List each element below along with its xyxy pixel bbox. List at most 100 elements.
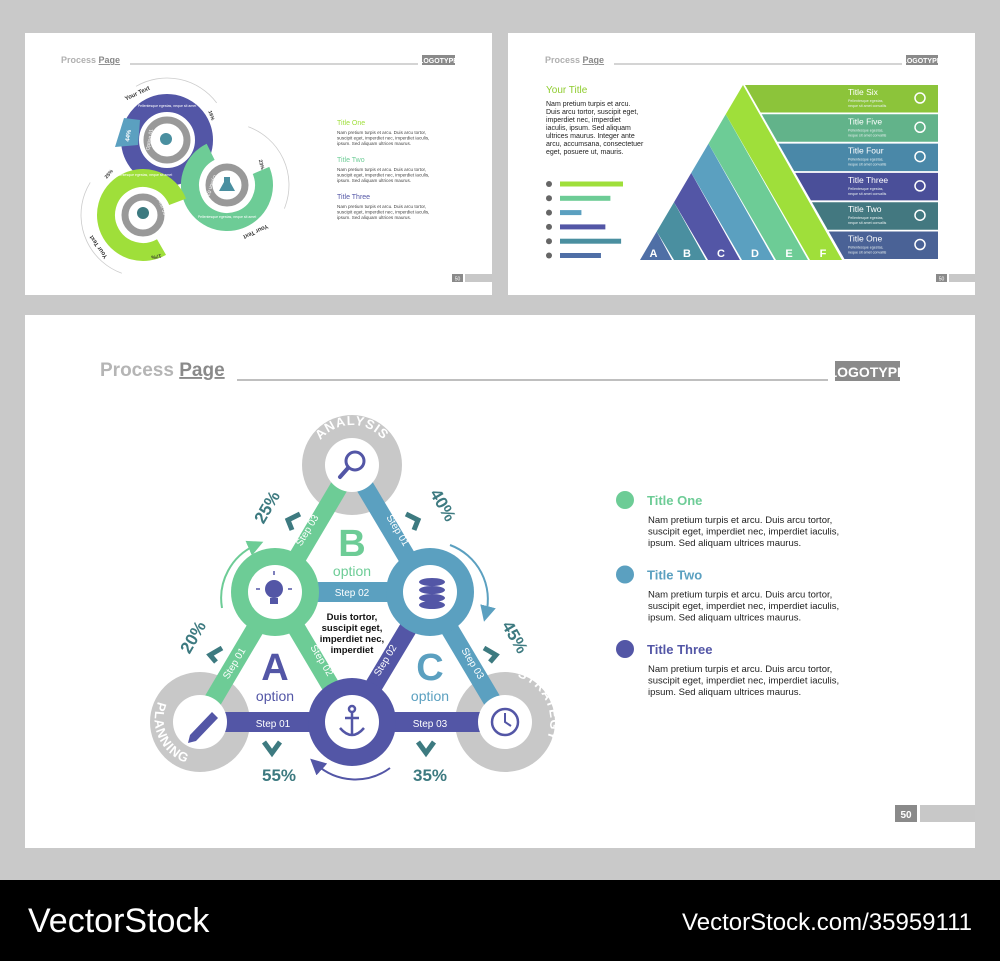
footer-brand: VectorStock xyxy=(28,902,210,940)
item-text: ipsum. Sed aliquam ultrices maurus. xyxy=(337,178,411,183)
body-line: Nam pretium turpis et arcu. xyxy=(546,101,630,108)
row-caption: neque sit amet convallis xyxy=(848,192,887,196)
anchor-icon xyxy=(546,238,552,245)
database-icon xyxy=(419,578,445,609)
item-text: ipsum. Sed aliquam ultrices maurus. xyxy=(337,215,411,220)
page-bar xyxy=(920,805,975,822)
row-caption: Pellentesque egestas, xyxy=(848,158,883,162)
body-line: eget, posuere ut, mauris. xyxy=(546,149,623,156)
legend-text: suscipit eget, imperdiet nec, imperdiet … xyxy=(648,601,839,612)
flask-icon xyxy=(546,223,552,230)
slide-right-header: Process Page LOGOTYPE xyxy=(545,55,942,65)
logo xyxy=(906,55,938,65)
option-letter: C xyxy=(416,647,443,689)
lightbulb-icon xyxy=(914,92,926,104)
svg-text:LOGOTYPE: LOGOTYPE xyxy=(419,58,458,65)
svg-text:Process Page: Process Page xyxy=(100,360,225,381)
row-caption: neque sit amet convallis xyxy=(848,163,887,167)
option-label: option xyxy=(333,563,371,579)
curved-arrow xyxy=(449,544,496,622)
body-line: Duis arcu tortor, suscipit eget, xyxy=(546,109,638,116)
svg-text:LOGOTYPE: LOGOTYPE xyxy=(903,58,942,65)
stripe-letter: F xyxy=(820,248,827,260)
page-bar xyxy=(949,274,975,282)
center-text-line: suscipit eget, xyxy=(322,623,383,634)
row-title: Title One xyxy=(848,234,882,244)
stripe xyxy=(691,143,774,260)
row-caption: Pellentesque egestas, xyxy=(848,246,883,250)
step-label: Step 02 xyxy=(335,588,370,599)
row-title: Title Four xyxy=(848,146,884,156)
slide-left-header: Process Page LOGOTYPE xyxy=(61,55,458,65)
lime-ring xyxy=(97,169,189,261)
slide-left xyxy=(25,33,492,295)
step-label: Step 01 xyxy=(256,719,291,730)
pencil-icon xyxy=(188,712,218,743)
legend-text: suscipit eget, imperdiet nec, imperdiet … xyxy=(648,527,839,538)
center-text-line: imperdiet xyxy=(331,645,375,656)
page-number-box xyxy=(895,805,917,822)
svg-text:16%: 16% xyxy=(206,110,215,122)
row-caption: neque sit amet convallis xyxy=(848,104,887,108)
option-letter: A xyxy=(261,647,288,689)
bar xyxy=(560,210,582,216)
svg-text:Option 01: Option 01 xyxy=(145,128,155,151)
pyramid-row xyxy=(745,85,938,113)
row-title: Title Three xyxy=(848,175,888,185)
magnifier-icon xyxy=(546,252,552,259)
item-title: Title One xyxy=(337,120,365,127)
pyramid-row xyxy=(828,231,938,259)
item-text: ipsum. Sed aliquam ultrices maurus. xyxy=(337,141,411,146)
legend-text: Nam pretium turpis et arcu. Duis arcu to… xyxy=(648,590,832,601)
svg-text:23%: 23% xyxy=(257,159,266,171)
lightbulb-icon xyxy=(546,181,552,187)
bar xyxy=(560,224,606,230)
pyramid-row xyxy=(761,114,938,142)
footer-band xyxy=(0,880,1000,961)
row-caption: neque sit amet convallis xyxy=(848,133,887,137)
page-number: 50 xyxy=(939,277,945,283)
page-number: 50 xyxy=(900,810,912,821)
row-caption: Pellentesque egestas, xyxy=(848,216,883,220)
page-number: 50 xyxy=(455,277,461,283)
page-number-box xyxy=(452,274,463,282)
segment-44 xyxy=(115,118,140,147)
legend-title: Title Two xyxy=(647,568,702,583)
slide-right-body: Nam pretium turpis et arcu.Duis arcu tor… xyxy=(546,101,644,156)
center-text-line: Duis tortor, xyxy=(327,612,378,623)
item-text: suscipit eget, imperdiet nec, imperdiet … xyxy=(337,173,429,178)
row-caption: Pellentesque egestas, xyxy=(848,128,883,132)
pencil-icon xyxy=(546,195,552,202)
legend-text: Nam pretium turpis et arcu. Duis arcu to… xyxy=(648,664,832,675)
page-number-box xyxy=(936,274,947,282)
chevron-icons xyxy=(206,511,500,758)
stripe xyxy=(708,114,808,260)
center-text-line: imperdiet nec, xyxy=(320,634,384,645)
row-caption: neque sit amet convallis xyxy=(848,221,887,225)
page-bar xyxy=(465,274,492,282)
pyramid-row xyxy=(811,202,938,230)
legend-text: ipsum. Sed aliquam ultrices maurus. xyxy=(648,687,801,698)
bar xyxy=(560,253,601,258)
stripe-letter: C xyxy=(717,248,725,260)
item-text: Nam pretium turpis et arcu. Duis arcu to… xyxy=(337,130,426,135)
stripe-letter: D xyxy=(751,248,759,260)
bar xyxy=(560,181,623,187)
svg-text:Process Page: Process Page xyxy=(545,55,604,65)
option-letter: B xyxy=(338,523,365,565)
anchor-icon xyxy=(339,704,365,737)
money-bag-icon xyxy=(546,209,552,216)
triangle-diagram: ANALYSIS PLANNING STRATEGY Step 03 Step … xyxy=(150,413,562,785)
flask-icon xyxy=(219,177,235,191)
row-title: Title Two xyxy=(848,204,882,214)
item-text: suscipit eget, imperdiet nec, imperdiet … xyxy=(337,136,429,141)
legend-dot xyxy=(616,640,634,658)
stripe xyxy=(725,85,842,260)
legend-dot xyxy=(616,491,634,509)
pyramid-row xyxy=(778,143,938,172)
svg-text:Pellentesque egestas, neque si: Pellentesque egestas, neque sit amet xyxy=(138,104,196,108)
stripe xyxy=(640,231,672,260)
anchor-icon xyxy=(914,209,926,221)
